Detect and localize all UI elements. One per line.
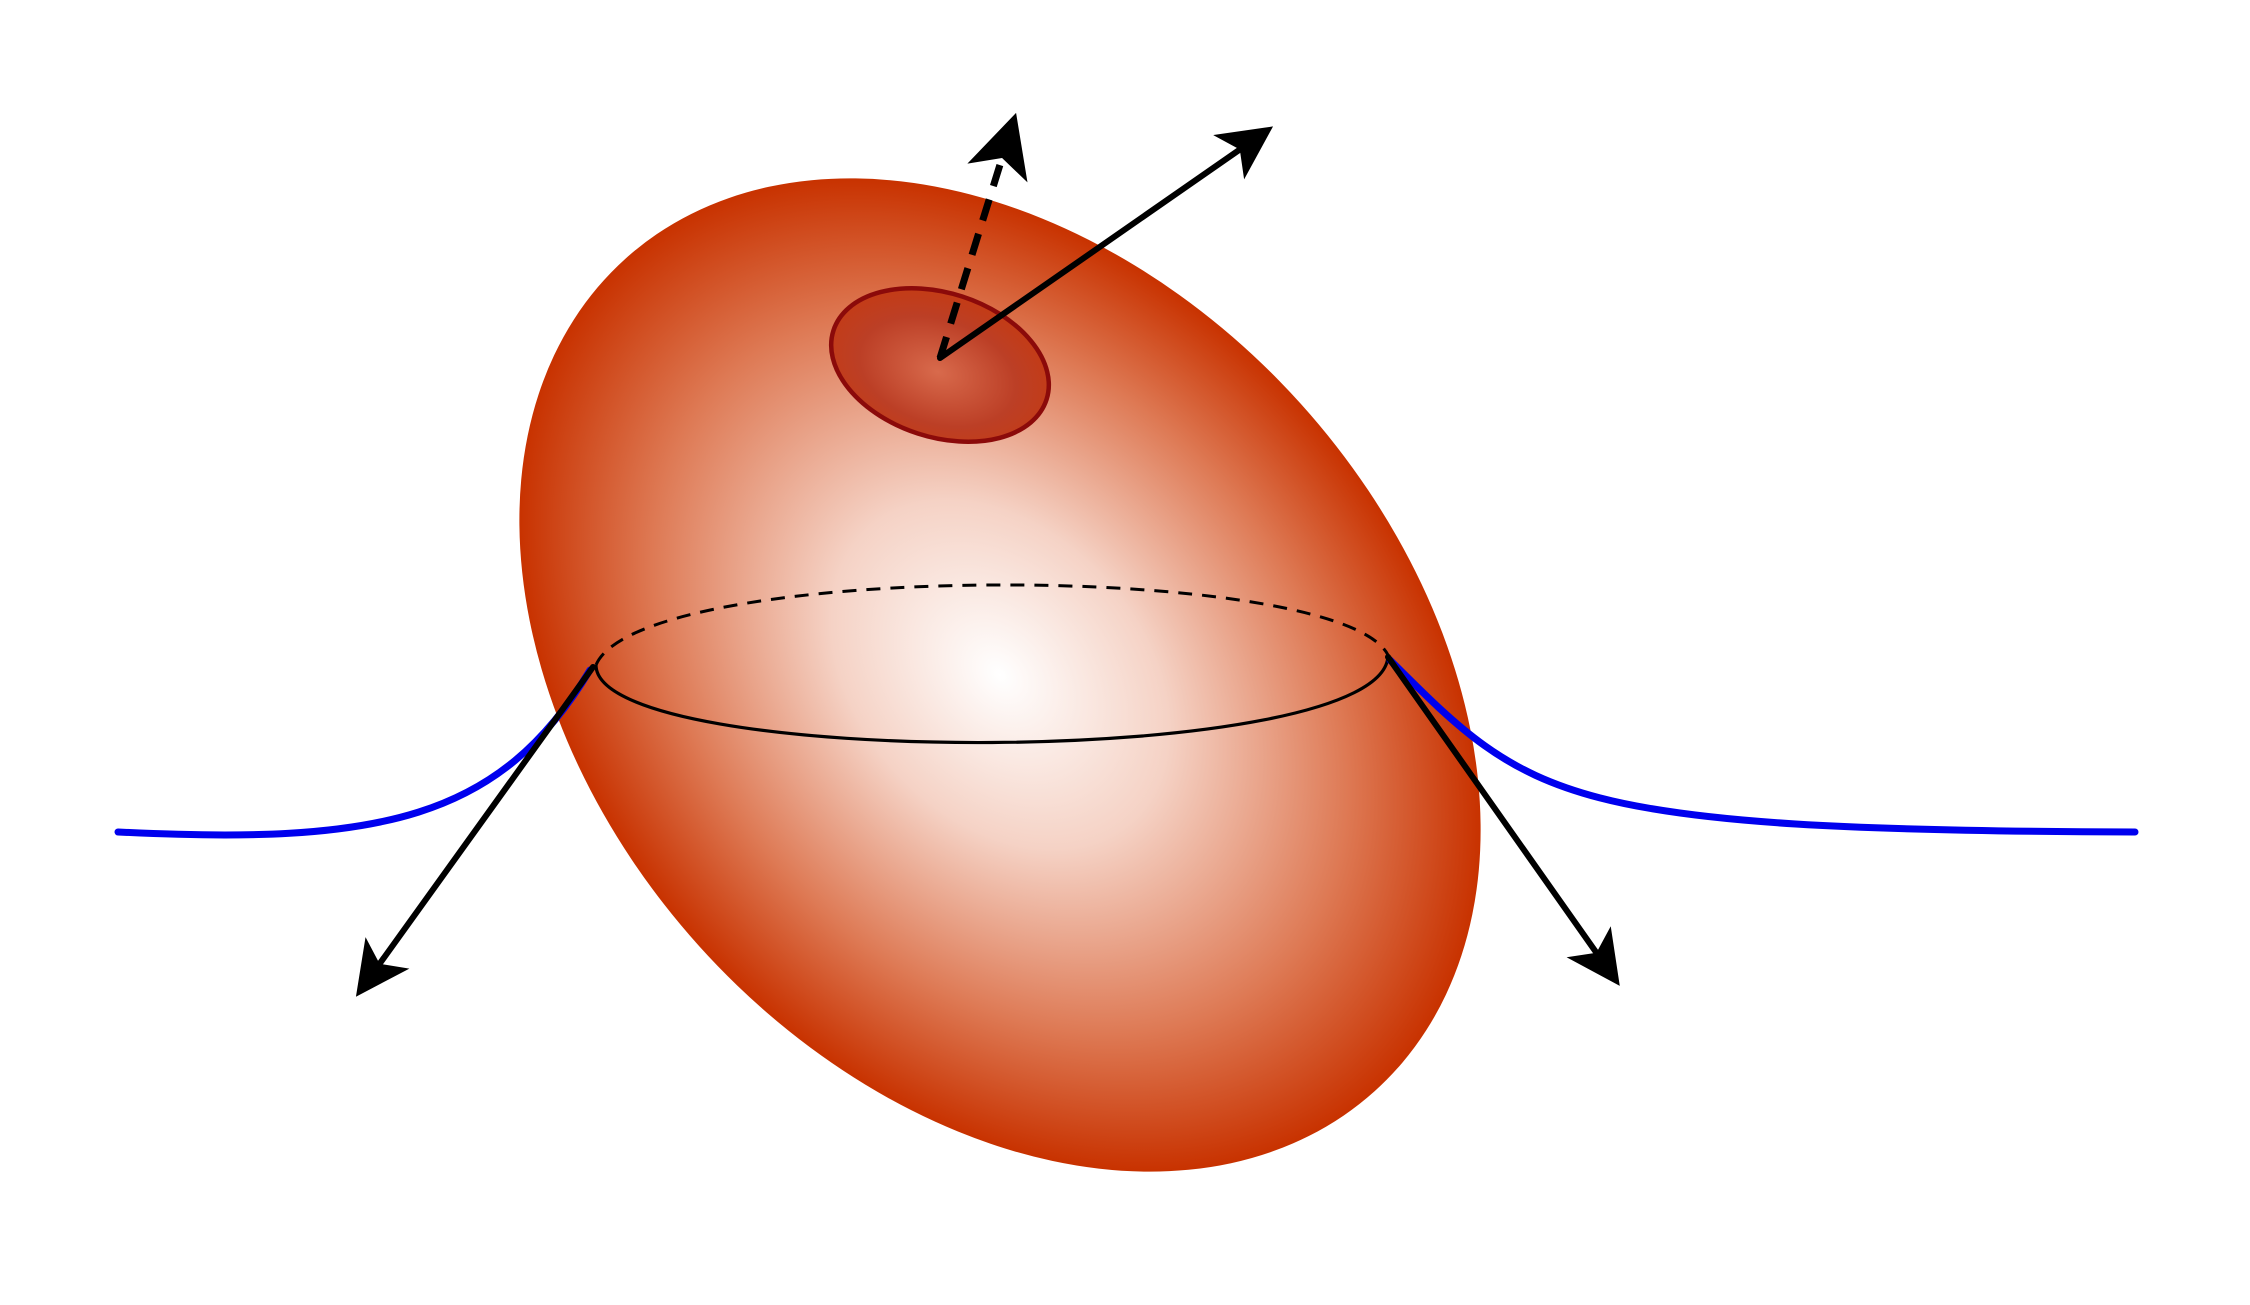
tangent-vector-right <box>1385 654 1620 986</box>
tangent-vector-left <box>355 664 596 997</box>
ellipsoid-body <box>519 178 1481 1172</box>
equator-ring-front <box>594 654 1390 745</box>
interface-curve-left <box>114 666 594 839</box>
interface-curve-right <box>1386 656 2139 836</box>
normal-vector-top <box>937 126 1274 361</box>
equator-ring-back <box>594 583 1390 666</box>
surface-patch <box>828 286 1052 444</box>
